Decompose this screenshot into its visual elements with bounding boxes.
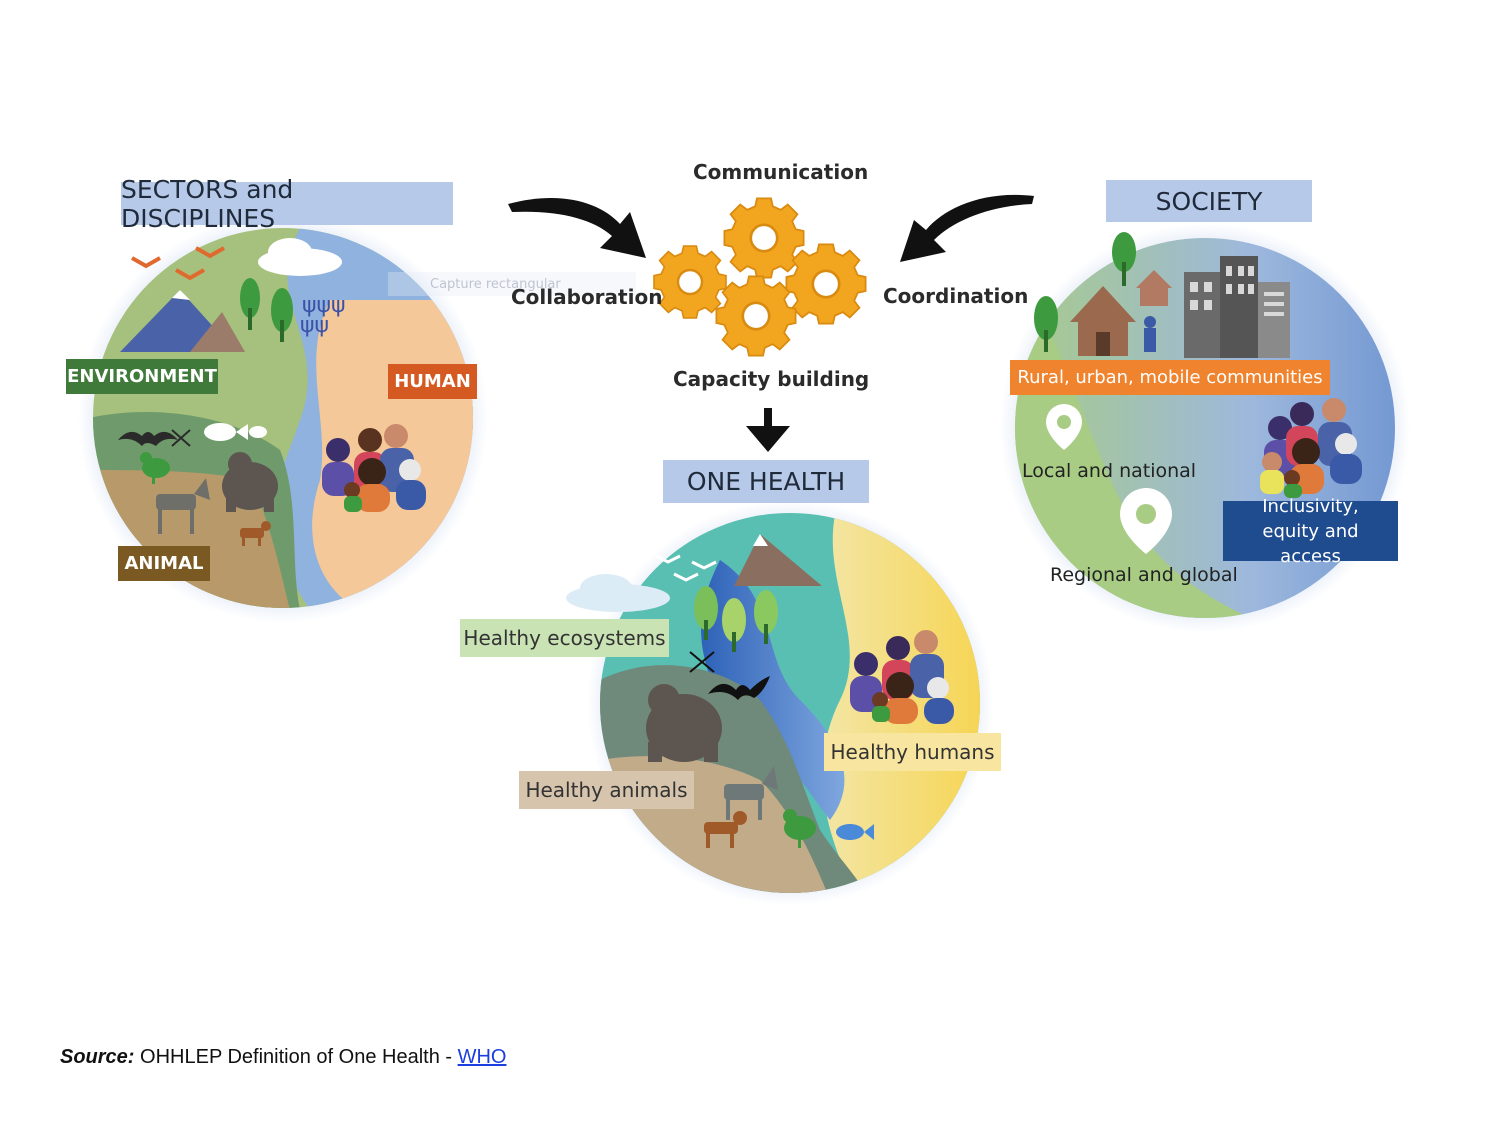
one-health-circle — [566, 500, 993, 906]
bat-icon — [118, 431, 178, 446]
building-windows — [1190, 266, 1284, 316]
birds-icon — [655, 554, 717, 582]
chicken-icon — [140, 452, 170, 484]
trees-icon — [1034, 232, 1136, 352]
people-icon — [322, 424, 426, 512]
source-caption: Source: OHHLEP Definition of One Health … — [60, 1046, 506, 1069]
dog-icon — [704, 811, 747, 848]
coordination-label: Coordination — [883, 284, 1029, 308]
svg-text:ψψ: ψψ — [300, 313, 329, 338]
source-label: Source: — [60, 1046, 135, 1068]
communication-label: Communication — [693, 160, 869, 184]
goat-icon — [724, 766, 778, 820]
mountains-icon — [120, 290, 245, 352]
who-link[interactable]: WHO — [457, 1046, 507, 1068]
healthy-ecosystems-tag: Healthy ecosystems — [460, 619, 669, 657]
sectors-circle: ψψψ ψψ — [78, 213, 488, 623]
local-national-label: Local and national — [1022, 460, 1197, 482]
collaboration-label: Collaboration — [511, 285, 663, 309]
goat-icon — [156, 478, 210, 534]
mosquito-icon — [171, 429, 191, 447]
inclusivity-text: Inclusivity, equity and access — [1262, 495, 1359, 567]
arrow-left-icon — [508, 197, 646, 258]
plants-icon: ψψψ ψψ — [300, 293, 346, 338]
inclusivity-tag: Inclusivity, equity and access — [1223, 496, 1398, 567]
society-title: SOCIETY — [1106, 180, 1312, 222]
animal-tag: ANIMAL — [118, 546, 210, 581]
hut-icon — [1070, 286, 1136, 356]
trees-icon — [240, 278, 293, 342]
capacity-building-label: Capacity building — [673, 367, 870, 391]
environment-tag: ENVIRONMENT — [66, 359, 218, 394]
regional-global-label: Regional and global — [1050, 564, 1238, 586]
cloud-icon — [258, 238, 342, 276]
trees-icon — [694, 586, 778, 652]
sectors-title: SECTORS and DISCIPLINES — [121, 175, 453, 233]
fish-icon — [836, 824, 874, 840]
healthy-humans-tag: Healthy humans — [824, 733, 1001, 771]
location-pin-icon — [1046, 404, 1082, 450]
one-health-title: ONE HEALTH — [663, 460, 869, 503]
arrow-right-icon — [900, 194, 1034, 262]
human-tag: HUMAN — [388, 364, 477, 399]
people-icon — [850, 630, 954, 724]
arrow-down-icon — [746, 408, 790, 452]
mosquito-icon — [689, 651, 715, 673]
capture-tooltip: Capture rectangular — [388, 272, 636, 296]
mountains-icon — [734, 534, 822, 586]
birds-icon — [131, 246, 225, 281]
gorilla-icon — [222, 452, 278, 512]
chicken-icon — [783, 809, 816, 848]
fish-icon — [204, 423, 267, 441]
location-pin-large-icon — [1120, 488, 1172, 554]
dog-icon — [240, 521, 271, 546]
gears-icon — [652, 197, 867, 357]
people-icon — [1260, 398, 1362, 498]
person-icon — [1144, 316, 1156, 352]
cloud-icon — [566, 574, 670, 612]
bat-icon — [708, 676, 770, 700]
healthy-animals-tag: Healthy animals — [519, 771, 694, 809]
svg-text:ψψψ: ψψψ — [302, 293, 346, 318]
house-icon — [1136, 270, 1172, 306]
source-text: OHHLEP Definition of One Health - — [140, 1046, 458, 1068]
gorilla-icon — [646, 684, 722, 762]
communities-tag: Rural, urban, mobile communities — [1010, 360, 1330, 395]
